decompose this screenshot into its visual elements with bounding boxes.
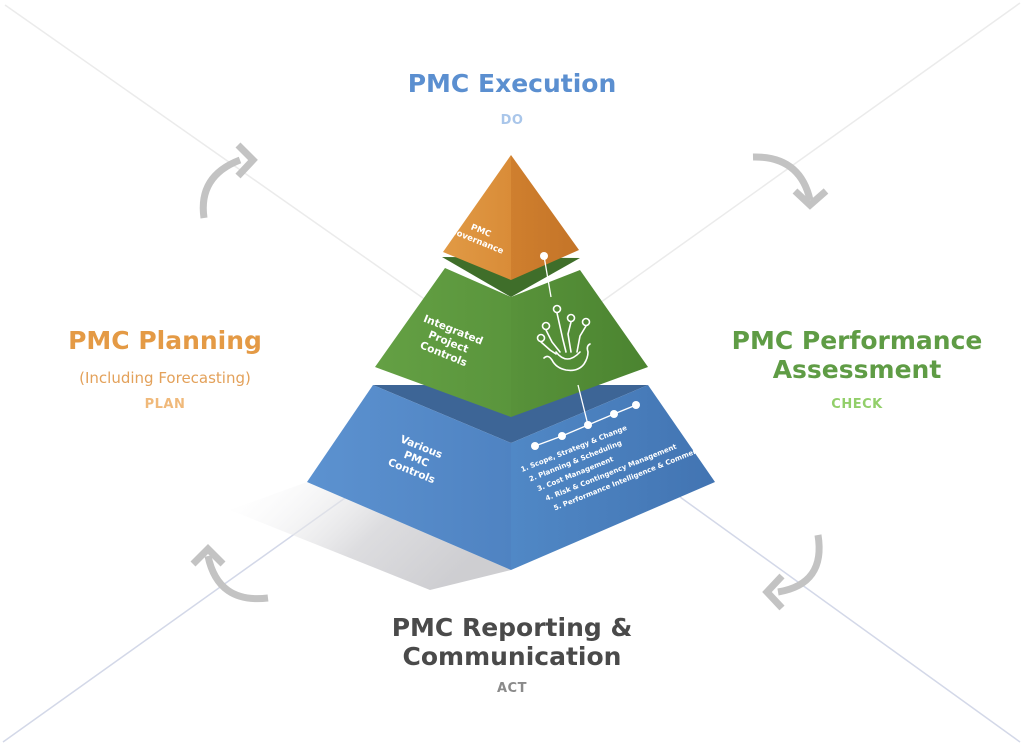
plan-tag: PLAN xyxy=(144,397,186,412)
orange-face-left xyxy=(443,155,511,280)
arrow-act-to-plan-icon xyxy=(190,544,269,603)
blue-face-right xyxy=(511,385,715,570)
diagonal-line-top-left xyxy=(4,4,441,311)
diagonal-line-top-right xyxy=(589,2,1021,311)
diagonal-line-bottom-right xyxy=(679,496,1021,743)
check-title: PMC Performance Assessment xyxy=(731,326,983,384)
diagonal-line-bottom-left xyxy=(2,497,346,743)
circuit-gear-icon xyxy=(536,304,591,372)
connector-nodes xyxy=(531,252,640,450)
do-tag: DO xyxy=(500,113,524,128)
act-tag: ACT xyxy=(497,681,527,696)
arrow-check-to-act-icon xyxy=(762,534,823,611)
arrow-do-to-check-icon xyxy=(752,153,829,210)
green-face-right xyxy=(511,270,648,417)
plan-subtitle: (Including Forecasting) xyxy=(79,369,251,387)
orange-face-right xyxy=(511,155,579,280)
do-title: PMC Execution xyxy=(407,69,617,98)
green-face-left xyxy=(375,268,511,417)
pyramid-shadow xyxy=(230,482,511,590)
blue-face-left xyxy=(307,385,511,570)
check-tag: CHECK xyxy=(831,397,883,412)
arrow-plan-to-do-icon xyxy=(199,142,258,219)
act-title: PMC Reporting & Communication xyxy=(391,613,633,671)
pyramid-tier-top xyxy=(443,155,579,280)
plan-title: PMC Planning xyxy=(68,326,262,355)
